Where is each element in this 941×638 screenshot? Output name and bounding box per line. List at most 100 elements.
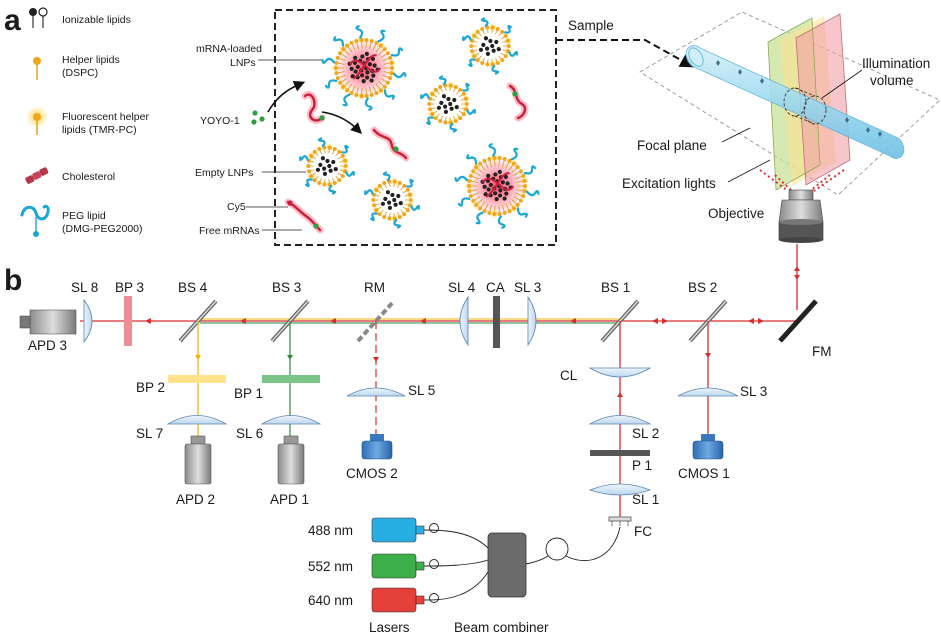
main-beam-arrows — [145, 318, 764, 324]
sl6-lens — [260, 415, 322, 425]
label-rm: RM — [364, 280, 385, 295]
lnp-mrna-loaded-1 — [321, 25, 407, 111]
label-objective: Objective — [708, 206, 764, 221]
label-excitation-lights: Excitation lights — [622, 176, 716, 191]
helper-lipid-icon — [33, 57, 41, 80]
fluorescent-helper-lipid-icon — [26, 106, 48, 135]
label-cy5: Cy5 — [227, 201, 246, 213]
focal-plane-outline — [639, 11, 941, 196]
cmos1-camera — [692, 434, 724, 460]
label-cmos2: CMOS 2 — [346, 466, 398, 481]
label-sl3b: SL 3 — [740, 384, 767, 399]
apd3-detector — [19, 309, 77, 335]
label-bs2: BS 2 — [688, 280, 717, 295]
label-bs1: BS 1 — [601, 280, 630, 295]
laser-552nm: 552 nm — [308, 553, 489, 579]
lnp-empty-2 — [420, 75, 476, 133]
label-free-mrna: Free mRNAs — [199, 225, 260, 237]
legend-helper-label: Helper lipids — [62, 54, 120, 66]
lnp-empty-4 — [364, 171, 420, 229]
label-sample: Sample — [568, 18, 614, 33]
label-volume: volume — [870, 73, 914, 88]
leader-illumination — [821, 69, 863, 99]
apd2-detector — [184, 435, 212, 485]
label-apd3: APD 3 — [28, 338, 67, 353]
bp1-filter — [262, 375, 320, 383]
legend-cholesterol-label: Cholesterol — [62, 171, 115, 183]
ionizable-lipid-icon — [29, 7, 48, 28]
fiber-out — [525, 555, 549, 565]
fiber-loop — [545, 537, 569, 561]
label-fc: FC — [634, 524, 652, 539]
label-mrna-loaded-lnps: LNPs — [230, 57, 256, 69]
collection-cone — [759, 169, 845, 192]
label-p1: P 1 — [632, 458, 652, 473]
laser-label: 488 nm — [308, 523, 353, 538]
ca-aperture — [493, 296, 500, 348]
label-bp1: BP 1 — [234, 386, 263, 401]
sl1-lens — [588, 483, 652, 496]
lnp-particles — [299, 17, 540, 229]
yoyo-binding-arrow-1 — [267, 81, 306, 113]
label-beam-combiner: Beam combiner — [454, 620, 549, 635]
bp2-filter — [168, 375, 226, 383]
sl2-lens — [588, 415, 652, 425]
label-sl2: SL 2 — [632, 426, 659, 441]
peg-lipid-icon — [20, 204, 50, 237]
flow-tube — [685, 45, 905, 159]
sl8-lens — [83, 298, 93, 344]
bp3-filter — [124, 296, 132, 346]
label-bp2: BP 2 — [136, 380, 165, 395]
p1-polarizer — [590, 450, 650, 456]
label-apd2: APD 2 — [176, 492, 215, 507]
lnp-empty-1 — [462, 17, 518, 75]
label-empty-lnps: Empty LNPs — [195, 167, 253, 179]
yoyo-dye-dots — [251, 110, 265, 125]
sl4-lens — [459, 295, 469, 347]
label-bs3: BS 3 — [272, 280, 301, 295]
panel-b-letter: b — [4, 264, 22, 297]
label-ca: CA — [486, 280, 505, 295]
label-sl6: SL 6 — [236, 426, 263, 441]
laser-488nm: 488 nm — [308, 517, 489, 549]
label-illumination: Illumination — [862, 56, 930, 71]
lnp-empty-3 — [299, 137, 355, 195]
label-sl5: SL 5 — [408, 383, 435, 398]
label-bp3: BP 3 — [115, 280, 144, 295]
panel-a-letter: a — [4, 4, 21, 37]
label-sl4: SL 4 — [448, 280, 476, 295]
cl-lens — [588, 367, 652, 378]
fc-fiber-coupler — [608, 516, 632, 526]
leader-focal-plane — [721, 127, 751, 143]
label-apd1: APD 1 — [270, 492, 309, 507]
laser-label: 552 nm — [308, 559, 353, 574]
label-yoyo: YOYO-1 — [200, 115, 240, 127]
cmos2-camera — [361, 434, 393, 460]
label-sl7: SL 7 — [136, 426, 163, 441]
label-sl8: SL 8 — [71, 280, 98, 295]
yoyo-binding-arrow-2 — [321, 111, 362, 134]
label-fm: FM — [812, 344, 832, 359]
label-sl1: SL 1 — [632, 492, 659, 507]
objective-lens — [778, 189, 824, 243]
leader-excitation — [727, 159, 771, 183]
label-mrna-loaded: mRNA-loaded — [196, 43, 262, 55]
label-lasers: Lasers — [369, 620, 410, 635]
label-focal-plane: Focal plane — [637, 138, 707, 153]
legend-fluorescent-sub: lipids (TMR-PC) — [62, 124, 137, 136]
cholesterol-icon — [25, 167, 49, 184]
sample-box — [274, 9, 557, 246]
legend-ionizable-label: Ionizable lipids — [62, 14, 131, 26]
free-mrna-strands — [284, 82, 529, 234]
sl7-lens — [166, 415, 228, 425]
sl3-lens-a — [527, 295, 537, 347]
laser-640nm: 640 nm — [308, 571, 489, 613]
fm-folding-mirror — [778, 299, 818, 343]
illumination-volume — [783, 87, 827, 125]
legend-peg-sub: (DMG-PEG2000) — [62, 223, 143, 235]
beam-combiner — [487, 532, 527, 598]
legend-fluorescent-label: Fluorescent helper — [62, 111, 149, 123]
label-cl: CL — [560, 368, 578, 383]
